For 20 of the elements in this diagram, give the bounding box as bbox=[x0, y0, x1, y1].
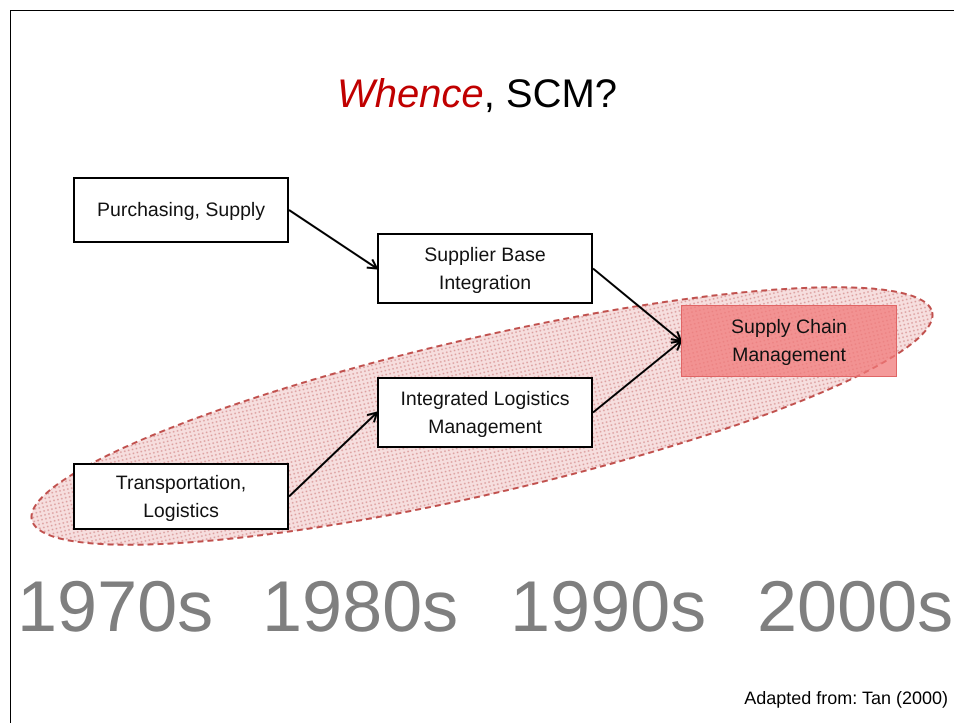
box-label: Supplier Base Integration bbox=[423, 242, 547, 296]
box-label: Transportation, Logistics bbox=[114, 470, 248, 524]
process-box bbox=[681, 305, 897, 377]
arrow bbox=[288, 209, 378, 270]
arrow bbox=[592, 268, 682, 342]
decade-label: 1990s bbox=[510, 566, 706, 648]
arrow bbox=[592, 340, 682, 414]
source-note: Adapted from: Tan (2000) bbox=[744, 688, 948, 709]
box-label: Integrated Logistics Management bbox=[399, 386, 571, 440]
process-box bbox=[73, 177, 289, 243]
process-box bbox=[73, 463, 289, 530]
arrow bbox=[288, 412, 378, 498]
decade-label: 1980s bbox=[262, 566, 458, 648]
title: Whence, SCM? bbox=[336, 72, 618, 117]
box-label: Purchasing, Supply bbox=[96, 198, 266, 223]
decade-label: 2000s bbox=[757, 566, 954, 648]
decade-label: 1970s bbox=[17, 566, 214, 648]
box-label: Supply Chain Management bbox=[730, 315, 848, 368]
process-box bbox=[377, 377, 593, 448]
process-box bbox=[377, 233, 593, 304]
